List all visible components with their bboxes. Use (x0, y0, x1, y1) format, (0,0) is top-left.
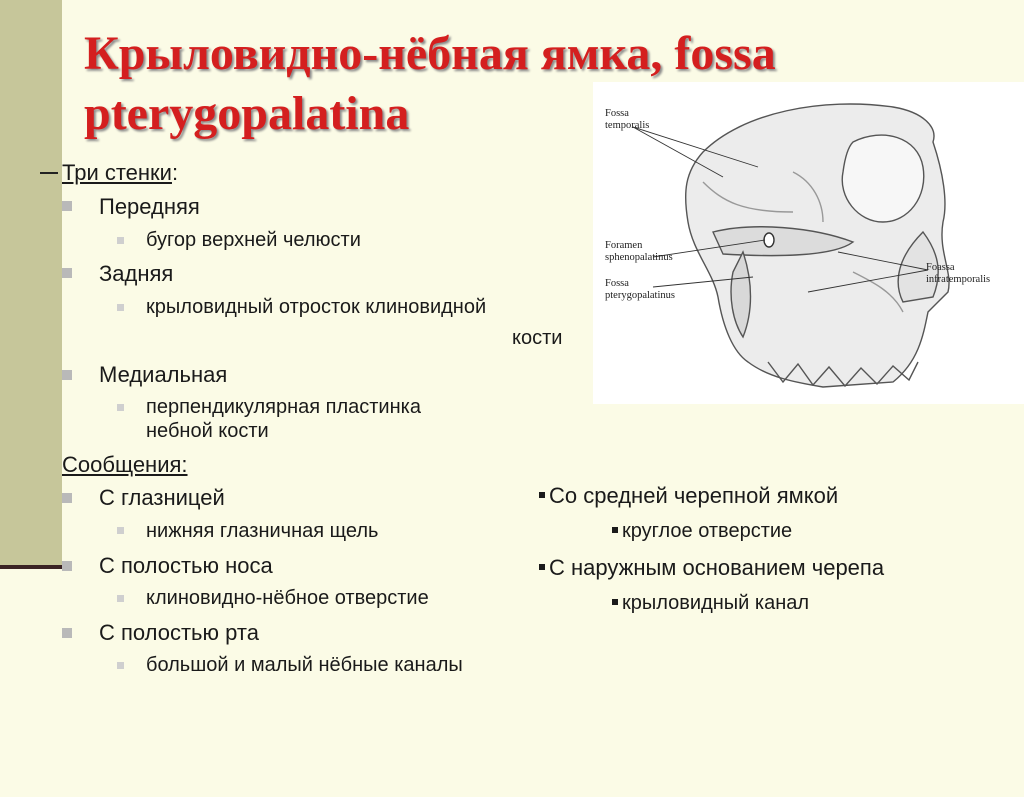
conn-skullbase-detail: крыловидный канал (612, 591, 809, 615)
left-accent-bar (0, 0, 62, 567)
bullet-marker (62, 493, 72, 503)
label-foassa-infra-1: Foassa (926, 262, 955, 273)
wall-posterior-detail-2: кости (512, 327, 563, 349)
conn-oral-label: С полостью рта (99, 620, 259, 645)
sub-bullet-marker (117, 404, 124, 411)
label-foramen-1: Foramen (605, 240, 643, 251)
label-fossa-temporalis-2: temporalis (605, 120, 650, 131)
bullet-marker (62, 561, 72, 571)
walls-dash (40, 172, 58, 174)
conn-nasal-detail: клиновидно-нёбное отверстие (146, 587, 429, 609)
conn-orbit-label: С глазницей (99, 485, 225, 510)
wall-medial-detail-2: небной кости (146, 420, 269, 442)
label-fossa-ptery-1: Fossa (605, 278, 629, 289)
wall-medial-detail-1: перпендикулярная пластинка (146, 396, 421, 418)
bullet-marker (62, 268, 72, 278)
wall-posterior-detail-1: крыловидный отросток клиновидной (146, 296, 487, 318)
sub-bullet-marker (117, 304, 124, 311)
square-bullet (539, 564, 545, 571)
wall-anterior-detail: бугор верхней челюсти (146, 229, 361, 251)
bullet-marker (62, 201, 72, 211)
page-title: Крыловидно-нёбная ямка, fossa pterygopal… (84, 27, 776, 140)
walls-heading: Три стенки: (62, 160, 179, 185)
conn-orbit-detail: нижняя глазничная щель (146, 520, 379, 542)
label-fossa-ptery-2: pterygopalatinus (605, 290, 675, 301)
connections-heading: Сообщения: (62, 452, 188, 477)
square-bullet (612, 526, 618, 533)
skull-figure: Fossa temporalis Foramen sphenopalatinus… (593, 82, 1024, 404)
wall-posterior-label: Задняя (99, 261, 174, 286)
square-bullet (539, 492, 545, 499)
wall-medial-label: Медиальная (99, 362, 228, 387)
sub-bullet-marker (117, 237, 124, 244)
conn-cranial-label: Со средней черепной ямкой (539, 483, 838, 509)
conn-cranial-detail: круглое отверстие (612, 519, 792, 543)
conn-oral-detail: большой и малый нёбные каналы (146, 654, 463, 676)
bullet-marker (62, 628, 72, 638)
left-accent-rule (0, 565, 62, 569)
sub-bullet-marker (117, 595, 124, 602)
label-foassa-infra-2: infratemporalis (926, 274, 991, 285)
conn-skullbase-label: С наружным основанием черепа (539, 555, 884, 581)
conn-nasal-label: С полостью носа (99, 553, 273, 578)
sub-bullet-marker (117, 527, 124, 534)
skull-illustration (632, 103, 950, 388)
sub-bullet-marker (117, 662, 124, 669)
label-fossa-temporalis-1: Fossa (605, 108, 629, 119)
bullet-marker (62, 370, 72, 380)
label-foramen-2: sphenopalatinus (605, 252, 673, 263)
square-bullet (612, 598, 618, 605)
wall-anterior-label: Передняя (99, 194, 200, 219)
